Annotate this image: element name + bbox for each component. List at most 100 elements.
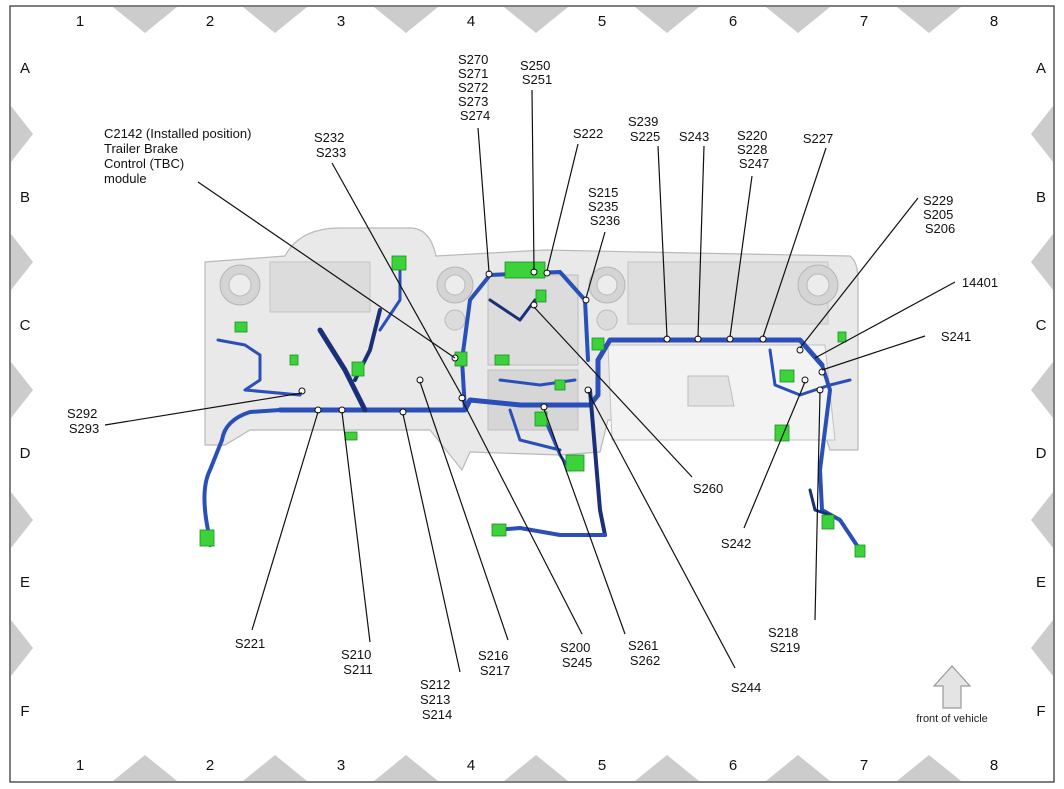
connector (344, 431, 358, 441)
col-label: 1 (76, 13, 84, 30)
callout-s229: S229 S205 S206 (923, 193, 957, 236)
row-labels-left: A B C D E F (20, 60, 31, 720)
grid-marker (1031, 234, 1053, 290)
col-label: 3 (337, 757, 345, 774)
passenger-upper-panel (627, 261, 829, 325)
row-label: B (20, 189, 30, 206)
column-labels-top: 1 2 3 4 5 6 7 8 (76, 13, 998, 30)
right-drop-harness (818, 363, 862, 552)
grid-marker (1031, 492, 1053, 548)
glovebox-handle (687, 375, 735, 407)
connector (591, 337, 605, 351)
connector (535, 289, 547, 303)
callout-labels: S270 S271 S272 S273 S274 S250 S251 C2142… (67, 52, 998, 722)
col-label: 6 (729, 13, 737, 30)
row-label: A (1036, 60, 1046, 77)
grid-marker (897, 7, 961, 33)
col-label: 4 (467, 13, 475, 30)
grid-marker (11, 620, 33, 676)
callout-14401: 14401 (962, 275, 998, 290)
grid-marker (1031, 106, 1053, 162)
connector (351, 361, 365, 377)
column-labels-bottom: 1 2 3 4 5 6 7 8 (76, 757, 998, 774)
callout-s227: S227 (803, 131, 833, 146)
row-label: D (1036, 445, 1047, 462)
grid-marker (113, 7, 177, 33)
callout-s260: S260 (693, 481, 723, 496)
grid-marker (243, 755, 307, 781)
grid-marker (766, 7, 830, 33)
col-label: 4 (467, 757, 475, 774)
col-label: 8 (990, 13, 998, 30)
row-label: C (1036, 317, 1047, 334)
callout-s215: S215 S235 S236 (588, 185, 622, 228)
grid-marker (374, 7, 438, 33)
col-label: 1 (76, 757, 84, 774)
steering-column-harness (317, 327, 368, 413)
grid-marker (113, 755, 177, 781)
grid-marker (504, 7, 568, 33)
right-lower-harness (588, 388, 607, 537)
connector (837, 331, 847, 343)
cluster-hood (269, 261, 371, 313)
col-label: 5 (598, 757, 606, 774)
callout-s222: S222 (573, 126, 603, 141)
row-label: F (20, 703, 29, 720)
col-label: 7 (860, 13, 868, 30)
row-label: C (20, 317, 31, 334)
grid-markers (11, 7, 1053, 781)
row-label: F (1036, 703, 1045, 720)
col-label: 7 (860, 757, 868, 774)
connector (199, 529, 215, 547)
row-label: E (20, 574, 30, 591)
connector (289, 354, 299, 366)
row-label: D (20, 445, 31, 462)
callout-s216: S216 S217 (478, 648, 512, 678)
floor-harness (493, 526, 607, 537)
grid-marker (1031, 362, 1053, 418)
front-label: front of vehicle (916, 713, 988, 725)
main-trunk (277, 337, 825, 413)
grid-marker (635, 755, 699, 781)
callout-s244: S244 (731, 680, 761, 695)
callout-s242: S242 (721, 536, 751, 551)
col-label: 2 (206, 757, 214, 774)
grid-marker (897, 755, 961, 781)
connector (565, 454, 585, 472)
grid-marker (243, 7, 307, 33)
connector (821, 514, 835, 530)
col-label: 2 (206, 13, 214, 30)
connector (494, 354, 510, 366)
connector (504, 261, 546, 279)
connector (779, 369, 795, 383)
leader-lines (104, 89, 956, 673)
connector (391, 255, 407, 271)
callout-s270: S270 S271 S272 S273 S274 (458, 52, 492, 123)
connector (554, 379, 566, 391)
row-label: E (1036, 574, 1046, 591)
row-label: B (1036, 189, 1046, 206)
row-labels-right: A B C D E F (1036, 60, 1047, 720)
grid-marker (766, 755, 830, 781)
grid-marker (11, 362, 33, 418)
connectors (199, 255, 866, 558)
arrow-up-icon (932, 665, 972, 709)
callout-s221: S221 (235, 636, 265, 651)
grid-marker (504, 755, 568, 781)
callout-s250: S250 S251 (520, 58, 554, 87)
connector (234, 321, 248, 333)
col-label: 5 (598, 13, 606, 30)
splice-markers (298, 268, 826, 416)
col-label: 6 (729, 757, 737, 774)
callout-c2142: C2142 (Installed position) Trailer Brake… (104, 126, 255, 186)
callout-s220: S220 S228 S247 (737, 128, 771, 171)
row-label: A (20, 60, 30, 77)
callout-s212: S212 S213 S214 (420, 677, 454, 722)
left-drop-harness (202, 408, 282, 547)
front-of-vehicle-indicator: front of vehicle (916, 665, 988, 725)
grid-marker (1031, 620, 1053, 676)
col-label: 8 (990, 757, 998, 774)
grid-marker (374, 755, 438, 781)
center-stack (487, 274, 579, 366)
